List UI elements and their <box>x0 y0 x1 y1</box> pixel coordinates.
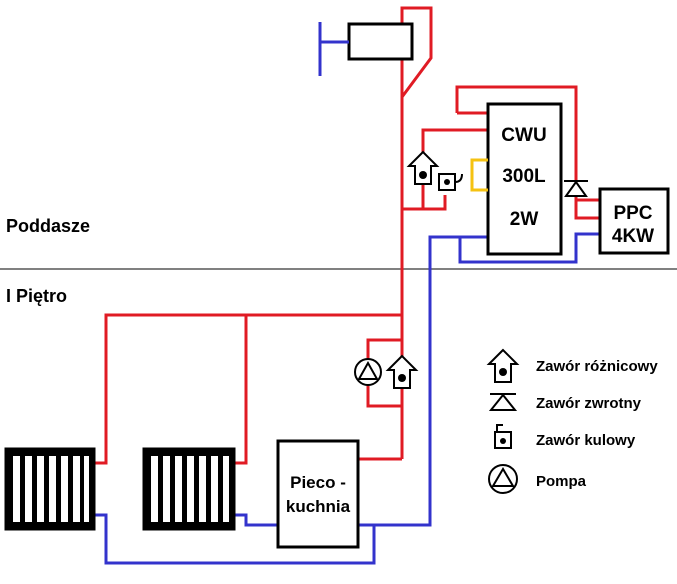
stove-line1: Pieco - <box>290 473 346 492</box>
ball-valve-icon <box>438 173 463 191</box>
differential-valve-icon <box>385 354 419 389</box>
pump-icon <box>354 358 382 386</box>
legend-label-pump: Pompa <box>536 473 587 490</box>
heat-pump-line2: 4KW <box>612 226 654 247</box>
legend-label-ball: Zawór kulowy <box>536 432 636 449</box>
differential-valve-icon <box>486 348 520 383</box>
pump-icon <box>488 464 518 494</box>
boiler-tank-line3: 2W <box>510 209 539 230</box>
stove-line2: kuchnia <box>286 497 351 516</box>
drain-pipe <box>470 158 488 192</box>
heat-pump-line1: PPC <box>613 203 652 224</box>
attic-label: Poddasze <box>6 216 90 236</box>
differential-valve-icon <box>406 150 440 185</box>
radiator-left <box>4 447 96 531</box>
return-piping <box>94 232 600 565</box>
legend: Zawór różnicowy Zawór zwrotny Zawór kulo… <box>486 348 658 494</box>
check-valve-icon <box>564 180 588 197</box>
boiler-tank <box>486 102 563 256</box>
check-valve-icon <box>488 393 518 411</box>
ball-valve-icon <box>494 424 512 449</box>
legend-label-check: Zawór zwrotny <box>536 395 642 412</box>
legend-label-differential: Zawór różnicowy <box>536 358 658 375</box>
radiator-right <box>142 447 236 531</box>
first-floor-label: I Piętro <box>6 286 67 306</box>
stove <box>276 439 360 549</box>
heat-pump <box>598 187 670 255</box>
boiler-tank-line1: CWU <box>501 125 546 146</box>
boiler-tank-line2: 300L <box>502 166 546 187</box>
expansion-tank <box>347 22 414 61</box>
